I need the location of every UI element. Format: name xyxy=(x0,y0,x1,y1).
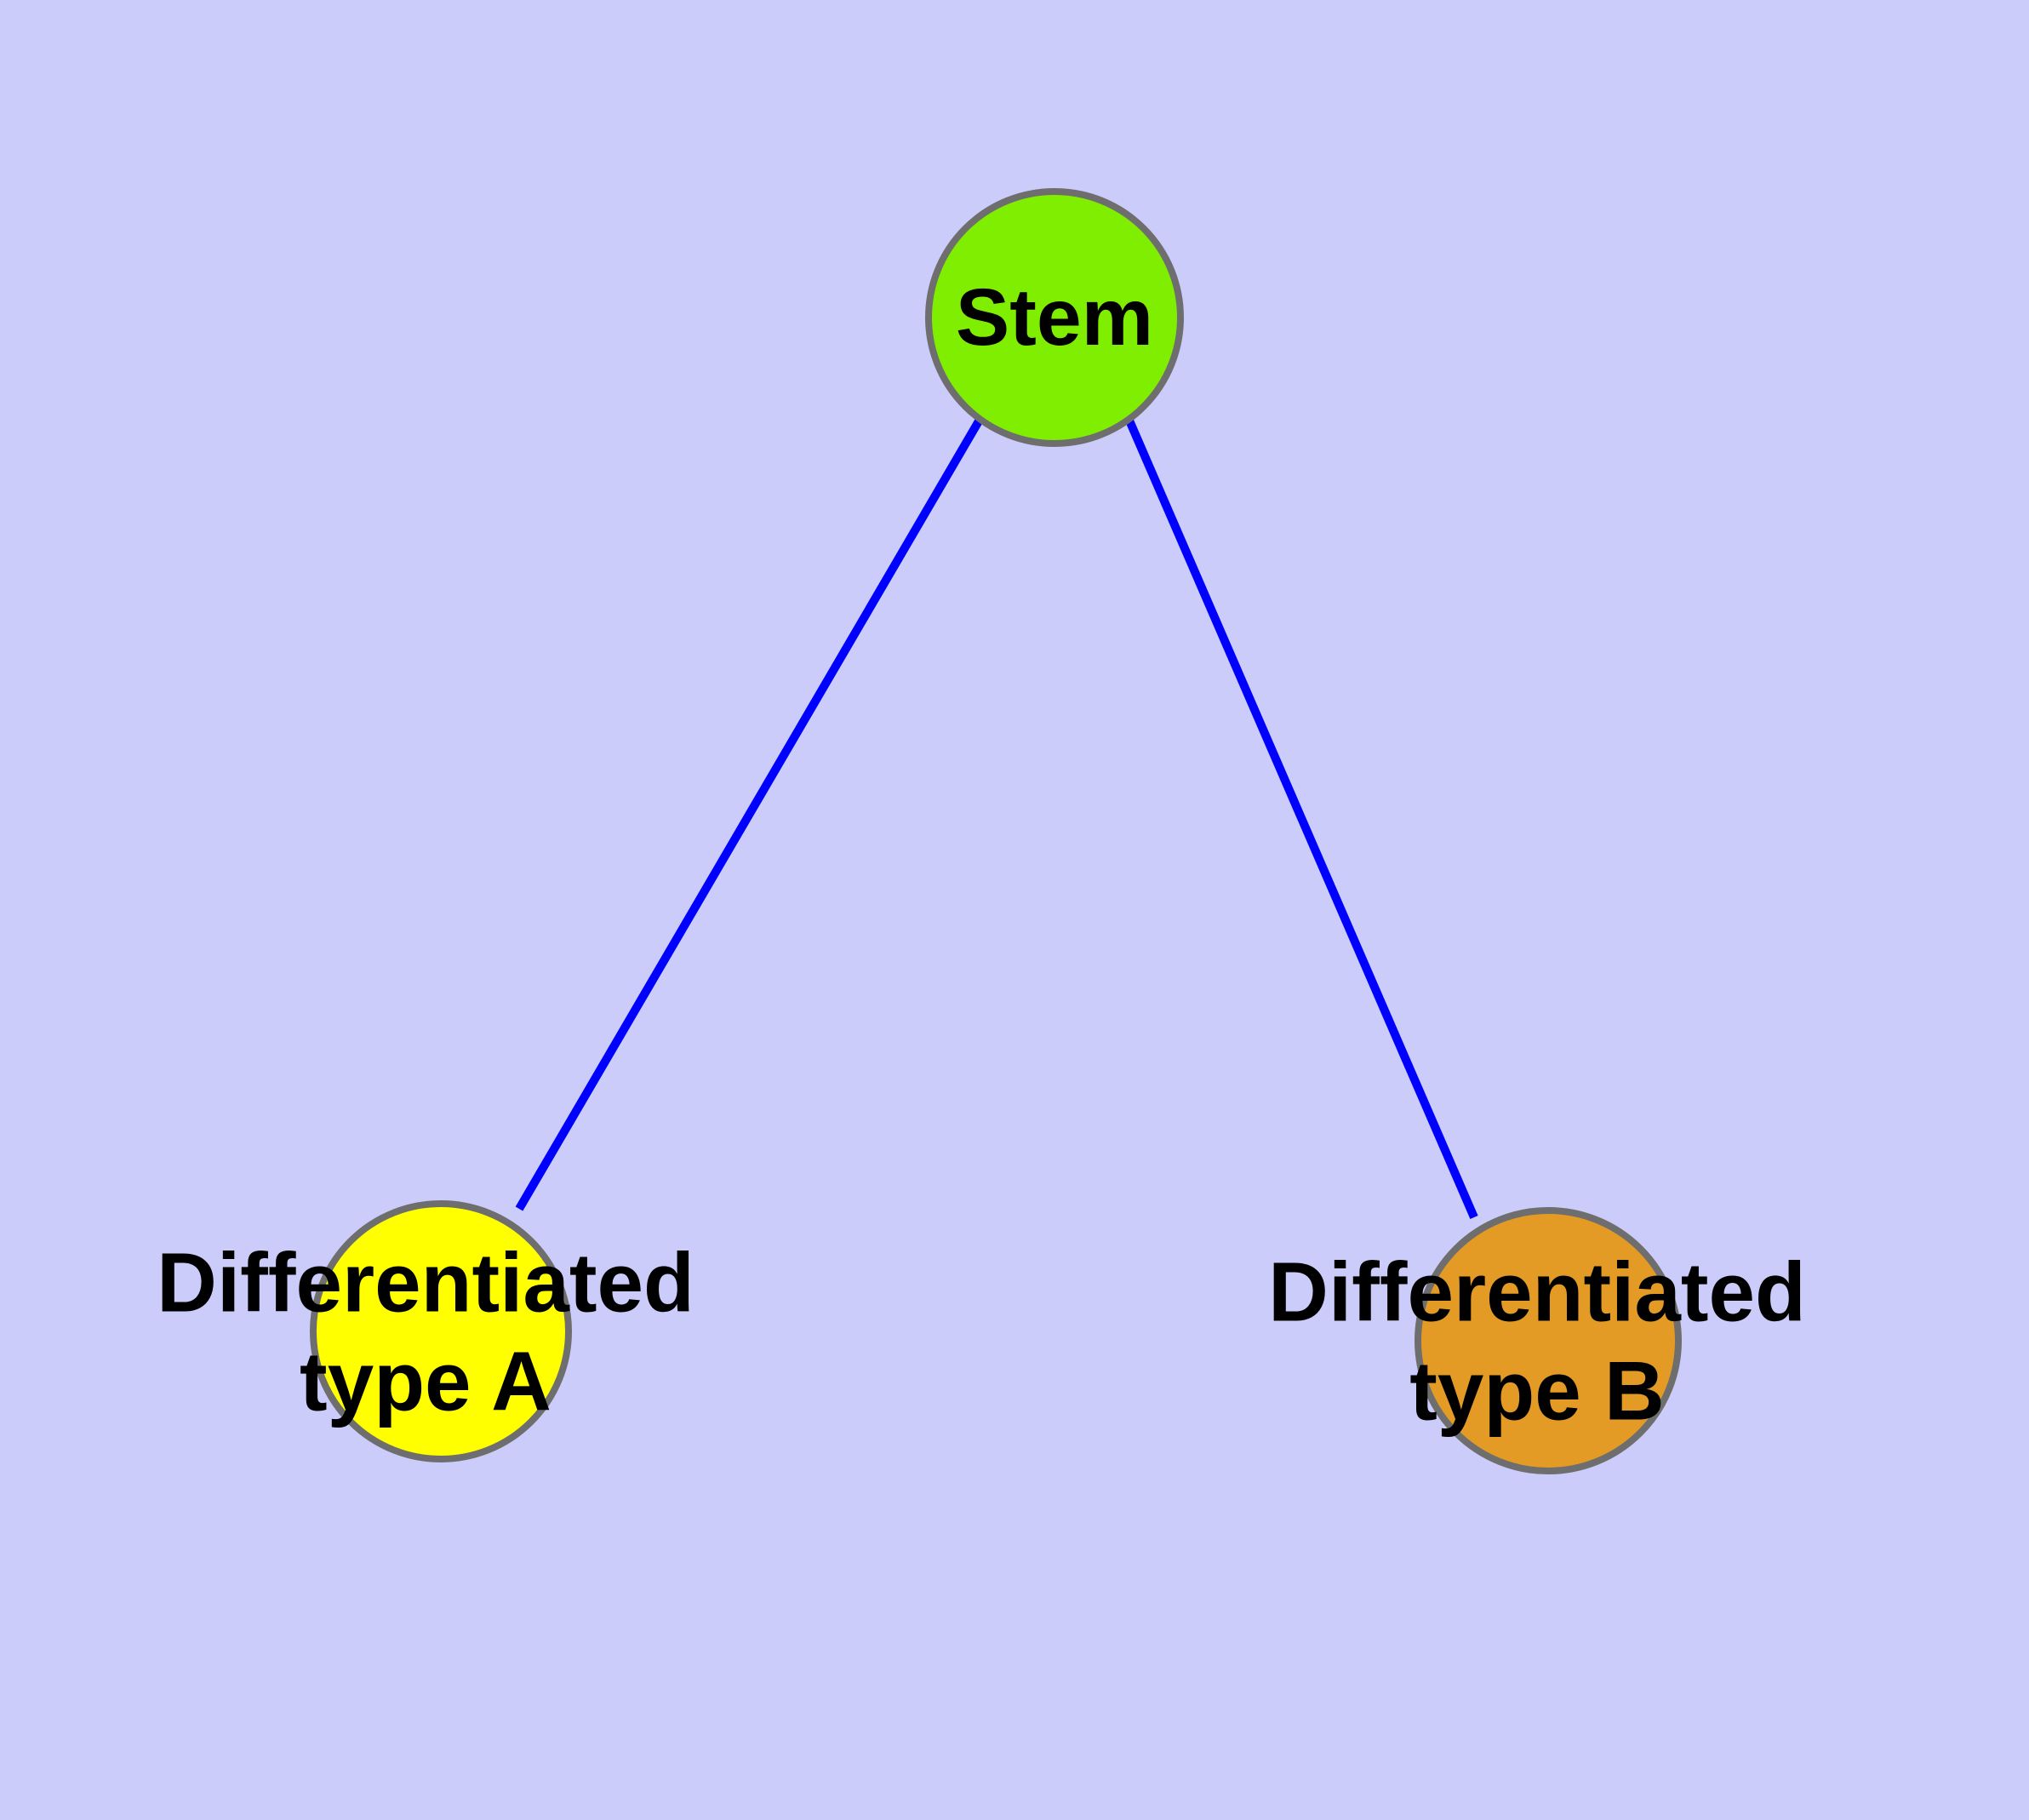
node-differentiated-type-a[interactable] xyxy=(310,1200,572,1462)
edge-stem-to-type-b[interactable] xyxy=(1125,419,1478,1219)
node-layer xyxy=(310,188,1682,1474)
edge-layer xyxy=(515,417,1478,1219)
node-differentiated-type-b[interactable] xyxy=(1415,1207,1682,1474)
edge-stem-to-type-a[interactable] xyxy=(515,417,984,1211)
node-stem[interactable] xyxy=(925,188,1184,447)
